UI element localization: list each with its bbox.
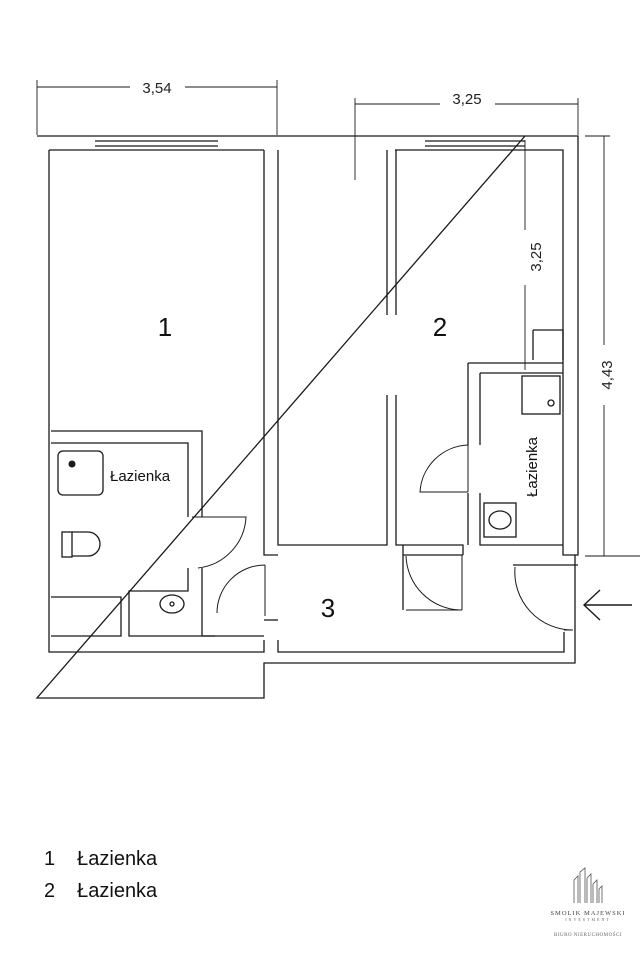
logo-tagline: BIURO NIERUCHOMOŚCI (554, 933, 622, 938)
dimension-line-top-right (354, 98, 579, 180)
door-room-1-hall (216, 564, 266, 616)
legend-label: Łazienka (77, 880, 158, 902)
shower-2 (521, 375, 561, 415)
company-logo: SMOLIK MAJEWSKI INVESTMENT BIURO NIERUCH… (548, 868, 628, 938)
dimension-line-top-left (36, 80, 278, 135)
door-room-2-hall (405, 555, 463, 611)
bathroom-label-2: Łazienka (524, 436, 541, 497)
legend-item: 2 Łazienka (44, 875, 157, 907)
legend-number: 2 (44, 880, 56, 902)
door-room-1-bath (192, 516, 247, 569)
door-entrance (514, 566, 574, 631)
legend-number: 1 (44, 848, 56, 870)
dimension-top-right: 3,25 (452, 91, 481, 108)
arrow-left-icon (582, 589, 632, 621)
room-1-walls (51, 150, 388, 637)
dimension-inner: 3,25 (528, 242, 545, 271)
logo-subtitle: INVESTMENT (565, 917, 611, 922)
room-2-walls (395, 150, 578, 610)
bathroom-label-1: Łazienka (110, 468, 171, 485)
door-room-2-bath (419, 444, 469, 493)
room-number-2: 2 (433, 312, 447, 342)
legend-label: Łazienka (77, 848, 158, 870)
sink-1 (159, 594, 185, 614)
dimension-line-right (585, 135, 640, 557)
legend-item: 1 Łazienka (44, 843, 157, 875)
shower-1 (57, 450, 104, 496)
dimension-top-left: 3,54 (142, 80, 171, 97)
logo-name: SMOLIK MAJEWSKI (550, 910, 626, 917)
room-number-3: 3 (321, 593, 335, 623)
legend: 1 Łazienka 2 Łazienka (44, 843, 157, 907)
toilet-1 (61, 531, 101, 558)
room-number-1: 1 (158, 312, 172, 342)
outer-walls (35, 135, 579, 699)
dimension-right: 4,43 (599, 360, 616, 389)
logo-mark (573, 867, 603, 903)
sink-2 (483, 502, 517, 538)
